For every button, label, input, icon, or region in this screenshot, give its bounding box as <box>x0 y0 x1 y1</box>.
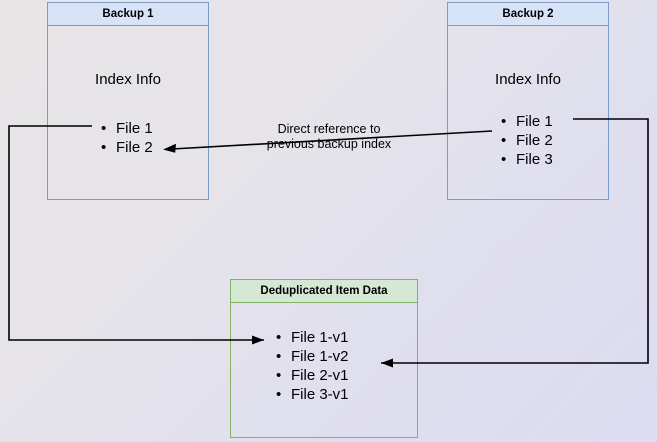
direct-reference-line-1: Direct reference to <box>277 122 381 136</box>
backup-1-header: Backup 1 <box>48 3 208 26</box>
backup-2-header: Backup 2 <box>448 3 608 26</box>
direct-reference-line-2: previous backup index <box>266 137 392 151</box>
backup-1-index-info-label: Index Info <box>95 71 161 88</box>
list-item[interactable]: File 1 <box>501 112 553 131</box>
deduplicated-item-data-box[interactable]: Deduplicated Item Data File 1-v1 File 1-… <box>230 279 418 438</box>
direct-reference-annotation: Direct reference to previous backup inde… <box>253 122 405 152</box>
deduplicated-item-data-header: Deduplicated Item Data <box>231 280 417 303</box>
list-item[interactable]: File 2 <box>501 131 553 150</box>
list-item[interactable]: File 1-v1 <box>276 328 349 347</box>
backup-2-index-info-label: Index Info <box>495 71 561 88</box>
backup-2-box[interactable]: Backup 2 Index Info File 1 File 2 File 3 <box>447 2 609 200</box>
backup-1-body: Index Info File 1 File 2 <box>48 26 208 199</box>
dedup-file-list: File 1-v1 File 1-v2 File 2-v1 File 3-v1 <box>276 328 349 404</box>
list-item[interactable]: File 3-v1 <box>276 385 349 404</box>
deduplicated-item-data-body: File 1-v1 File 1-v2 File 2-v1 File 3-v1 <box>231 303 417 437</box>
backup-1-box[interactable]: Backup 1 Index Info File 1 File 2 <box>47 2 209 200</box>
backup-2-file-list: File 1 File 2 File 3 <box>501 112 553 169</box>
list-item[interactable]: File 2-v1 <box>276 366 349 385</box>
list-item[interactable]: File 1-v2 <box>276 347 349 366</box>
list-item[interactable]: File 3 <box>501 150 553 169</box>
backup-1-file-list: File 1 File 2 <box>101 119 153 157</box>
backup-2-body: Index Info File 1 File 2 File 3 <box>448 26 608 199</box>
list-item[interactable]: File 2 <box>101 138 153 157</box>
list-item[interactable]: File 1 <box>101 119 153 138</box>
